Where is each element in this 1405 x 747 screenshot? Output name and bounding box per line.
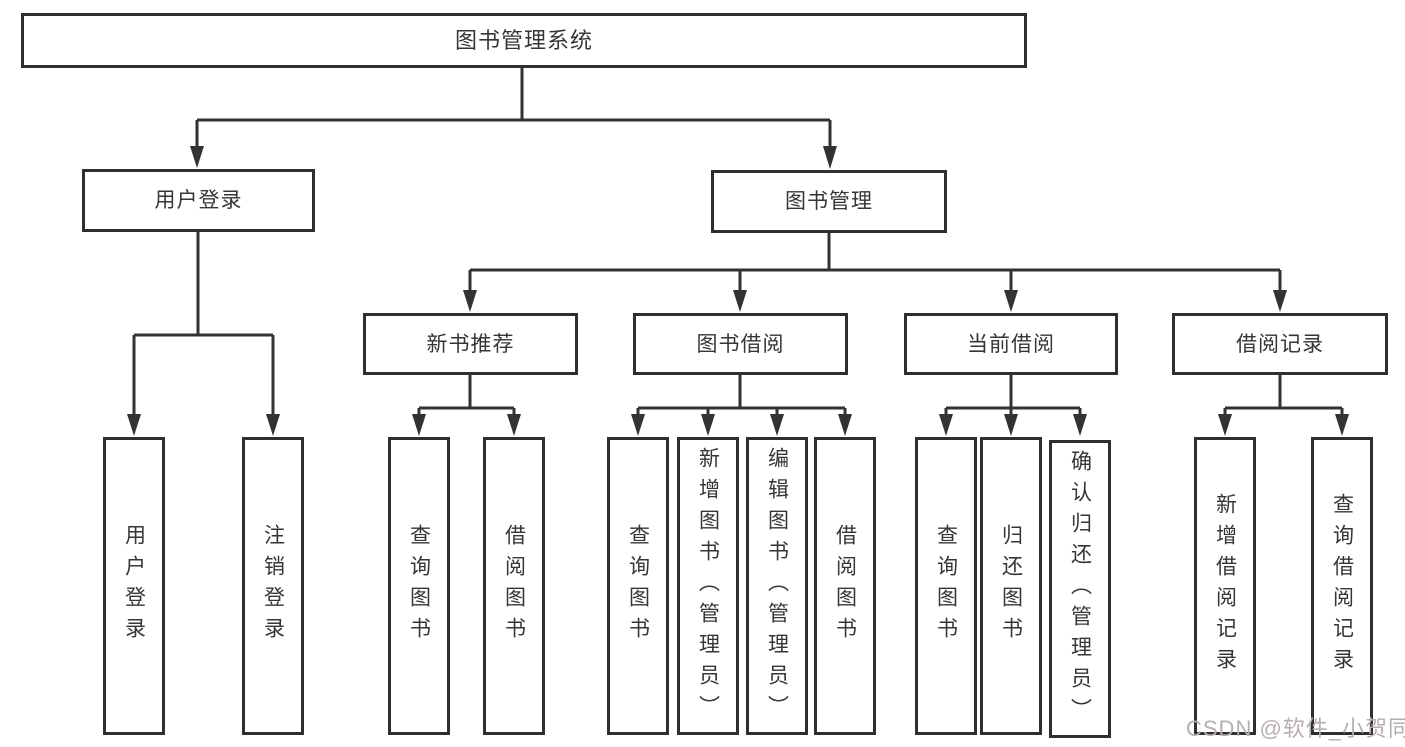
leaf-edit-books-admin: 编辑图书（管理员） (746, 437, 808, 735)
leaf-confirm-return-admin: 确认归还（管理员） (1049, 440, 1111, 738)
connector-book-management (463, 233, 1287, 312)
node-new-book-recommend: 新书推荐 (363, 313, 578, 375)
node-borrow-records: 借阅记录 (1172, 313, 1388, 375)
leaf-borrow-books: 借阅图书 (814, 437, 876, 735)
connector-root (190, 68, 837, 169)
leaf-query-books-current: 查询图书 (915, 437, 977, 735)
leaf-return-books: 归还图书 (980, 437, 1042, 735)
connector-borrow-records (1218, 375, 1349, 436)
leaf-user-login: 用户登录 (103, 437, 165, 735)
connector-book-borrow (631, 375, 852, 436)
connector-current-borrow (939, 375, 1087, 436)
leaf-query-borrow-record: 查询借阅记录 (1311, 437, 1373, 735)
leaf-query-books-borrow: 查询图书 (607, 437, 669, 735)
node-current-borrow: 当前借阅 (904, 313, 1118, 375)
node-library-management-system: 图书管理系统 (21, 13, 1027, 68)
connector-new-books (412, 375, 521, 436)
leaf-logout: 注销登录 (242, 437, 304, 735)
node-user-login: 用户登录 (82, 169, 315, 232)
connector-user-login (127, 232, 280, 436)
leaf-borrow-books-recommend: 借阅图书 (483, 437, 545, 735)
csdn-watermark: CSDN @软件_小贺同学 (1186, 716, 1405, 741)
leaf-query-books-recommend: 查询图书 (388, 437, 450, 735)
node-book-borrow: 图书借阅 (633, 313, 848, 375)
leaf-add-borrow-record: 新增借阅记录 (1194, 437, 1256, 735)
leaf-add-books-admin: 新增图书（管理员） (677, 437, 739, 735)
node-book-management: 图书管理 (711, 170, 947, 233)
